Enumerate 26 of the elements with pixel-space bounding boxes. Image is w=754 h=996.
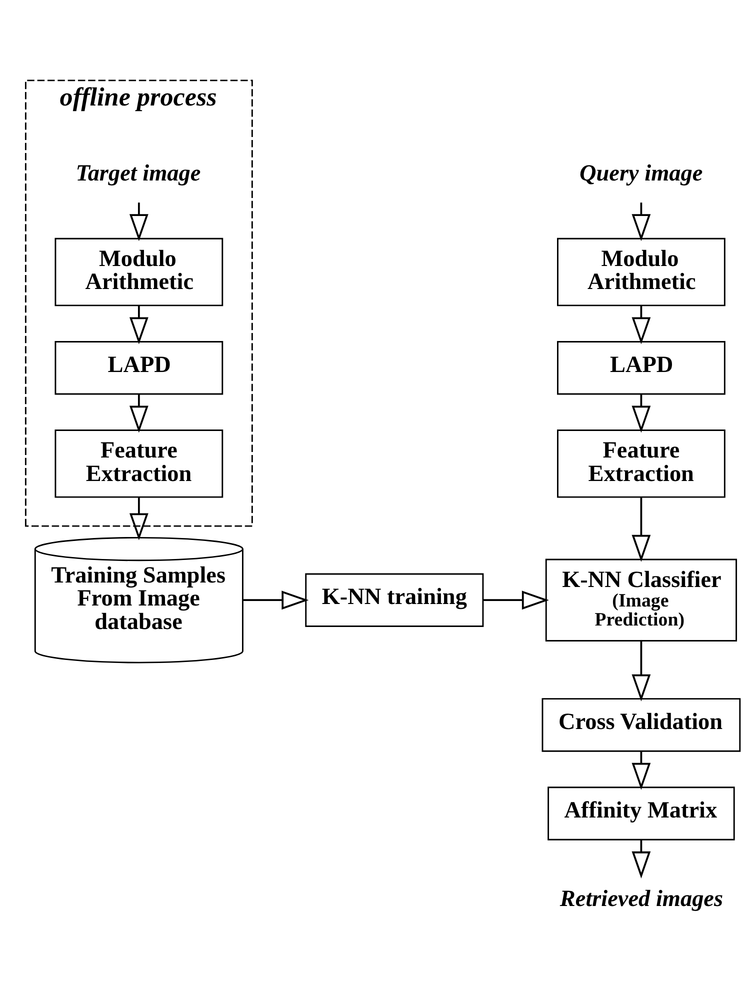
node-box: LAPD: [54, 340, 224, 394]
arrow: [243, 590, 309, 610]
arrow: [632, 839, 651, 878]
arrow: [632, 640, 651, 701]
arrow: [129, 394, 148, 432]
node-box: K-NN Classifier (Image Prediction): [545, 558, 738, 641]
arrow: [129, 304, 148, 344]
arrow: [129, 202, 148, 241]
node-text: Retrieved images: [560, 886, 724, 912]
node-box: Affinity Matrix: [548, 786, 735, 840]
node-box: Feature Extraction: [54, 429, 224, 498]
arrow: [632, 304, 651, 344]
arrow: [483, 590, 549, 610]
node-box: Modulo Arithmetic: [557, 237, 726, 306]
arrow: [632, 394, 651, 432]
arrow: [632, 202, 651, 241]
node-text: Query image: [580, 160, 703, 186]
node-box: Cross Validation: [542, 698, 741, 752]
node-box: LAPD: [557, 340, 726, 394]
arrow: [129, 496, 148, 540]
node-box: Modulo Arithmetic: [54, 237, 224, 306]
arrow: [632, 750, 651, 790]
node-text: Target image: [76, 160, 201, 186]
arrow: [632, 496, 651, 562]
node-box: K-NN training: [305, 572, 484, 626]
node-box: Feature Extraction: [557, 429, 726, 498]
